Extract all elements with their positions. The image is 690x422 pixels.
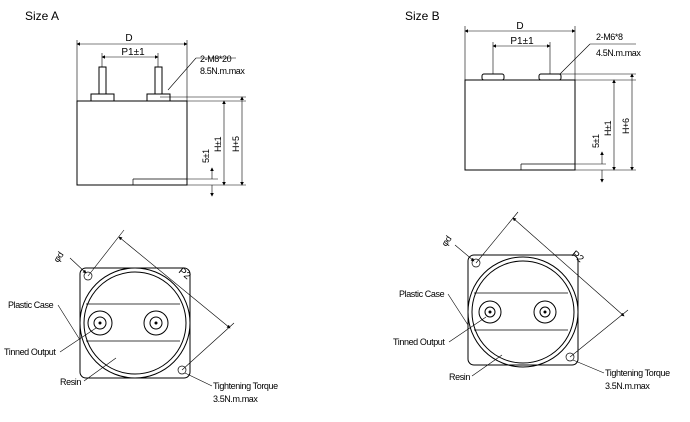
size-b-mount-hole-tl	[471, 258, 481, 268]
size-b-output-right	[533, 300, 557, 324]
size-a-label-resin: Resin	[60, 377, 81, 387]
size-a-label-torque-2: 3.5N.m.max	[213, 394, 258, 404]
size-a-label-case: Plastic Case	[8, 300, 54, 310]
size-b-dim-p2: P2	[569, 249, 586, 266]
size-b-output-left	[478, 300, 502, 324]
size-b-dim-5: 5±1	[591, 134, 601, 148]
size-b-terminal-note-2: 4.5N.m.max	[596, 48, 641, 58]
size-b-body	[464, 79, 576, 171]
size-b-terminal-right	[538, 73, 562, 81]
size-a-side-view: Size A D P1±1 2-M8*20 8.5N.m.max	[25, 9, 246, 197]
size-b-label-torque-1: Tightening Torque	[605, 368, 670, 378]
size-a-terminal-right	[146, 66, 171, 102]
size-b-label-output: Tinned Output	[393, 337, 445, 347]
size-a-terminal-note-1: 2-M8*20	[200, 54, 232, 64]
size-a-plastic-case	[79, 267, 191, 379]
size-a-mount-hole-tl	[83, 271, 93, 281]
size-b-dim-p1: P1±1	[510, 36, 534, 47]
size-a-dim-h5: H+5	[231, 136, 241, 152]
size-b-plastic-case	[467, 254, 579, 366]
size-a-dim-d: D	[125, 33, 132, 44]
size-b-label-resin: Resin	[449, 372, 470, 382]
size-a-dim-5: 5±1	[201, 149, 211, 163]
size-a-output-right	[143, 310, 169, 336]
size-a-mount-hole-br	[177, 365, 187, 375]
size-b-side-view: Size B D P1±1 2-M6*8 4.5N.m.max H±1 H+6 …	[405, 9, 642, 183]
size-a-terminal-note-2: 8.5N.m.max	[200, 66, 245, 76]
size-b-terminal-left	[481, 73, 505, 81]
size-b-terminal-note-1: 2-M6*8	[596, 32, 623, 42]
size-b-label-case: Plastic Case	[399, 289, 445, 299]
size-a-terminal-left	[90, 66, 115, 102]
size-b-dim-phi-d: φd	[439, 234, 453, 248]
size-b-dim-h6: H+6	[621, 118, 631, 134]
size-b-dim-d: D	[516, 21, 523, 32]
size-a-label-torque-1: Tightening Torque	[213, 381, 278, 391]
size-a-dim-p1: P1±1	[121, 47, 145, 58]
size-b-top-view: P2 φd Plastic Case Tinned Output Resin T…	[393, 211, 671, 391]
size-a-dim-h: H±1	[213, 136, 223, 152]
size-a-body	[76, 100, 188, 186]
size-a-label-output: Tinned Output	[4, 347, 56, 357]
size-a-top-view: P2 φd Plastic Case Tinned Output Resin T…	[4, 229, 279, 404]
size-a-dim-phi-d: φd	[51, 250, 65, 264]
size-b-label-torque-2: 3.5N.m.max	[605, 381, 650, 391]
size-a-title: Size A	[25, 9, 59, 23]
size-b-dim-h: H±1	[603, 120, 613, 136]
size-b-title: Size B	[405, 9, 440, 23]
size-a-output-left	[87, 310, 113, 336]
size-b-mount-hole-br	[565, 352, 575, 362]
size-a-capacitor-circle	[79, 267, 191, 379]
